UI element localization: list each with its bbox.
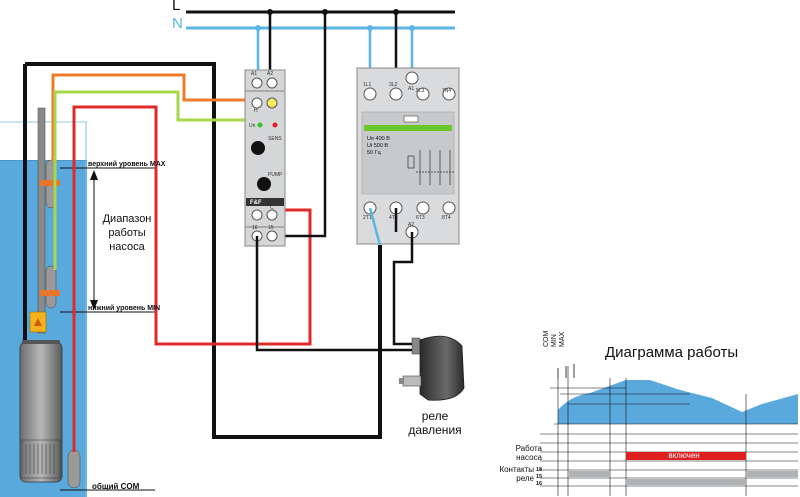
pressure-relay-label: реле давления [405,409,465,437]
contacts-row-line2: реле [516,474,534,483]
relay-terminal-15: 15 [268,225,274,231]
relay-terminal-c: C [270,205,274,211]
contactor-terminal-8t4: 8T4 [442,215,451,221]
contact-numbers: 18 15 16 [536,467,542,488]
orange-wire-max [51,73,250,162]
contact-18: 18 [536,467,543,473]
contactor-terminal-4t2: 4T2 [389,215,398,221]
probe-min [45,265,57,309]
pressure-relay-line1: реле [421,409,449,423]
level-max-label: верхний уровень MAX [88,161,166,168]
pump-knob [257,177,271,191]
axis-max: MAX [559,331,566,347]
range-line1: Диапазон [102,213,152,225]
power-led [257,122,263,128]
level-area [558,380,798,424]
pressure-relay-line2: давления [408,423,462,437]
common-label: общий COM [92,482,140,491]
relay-led-label: Un [249,123,256,129]
timing-chart [540,364,798,496]
level-relay [244,69,286,247]
relay-led [272,122,278,128]
contacts-row-label: Контакты реле [484,465,534,483]
sens-knob [251,141,265,155]
axis-min: MIN [551,334,558,347]
relay-brand: F&F [250,200,262,206]
relay-terminal-a1: A1 [251,71,257,77]
relay-terminal-h: H [254,108,258,114]
red-wire-com [72,105,312,452]
contactor-terminal-6t3: 6T3 [416,215,425,221]
pump-row-label: Работа насоса [490,444,542,462]
contactor-terminal-3l2: 3L2 [389,82,398,88]
pressure-relay [399,335,465,401]
contactor-terminal-a1: A1 [408,86,414,92]
contact-16: 16 [536,481,543,487]
timing-title: Диаграмма работы [605,344,739,361]
green-wire-min [53,90,274,270]
pump-on-label: включен [668,451,700,460]
label-l: L [172,0,181,14]
contactor-terminal-5l3: 5L3 [416,88,425,94]
range-label: Диапазон работы насоса [98,212,156,254]
relay-to-pressure-wire [255,236,415,352]
relay-terminal-16: 16 [252,225,258,231]
pump-on-bar [626,452,746,460]
level-min-label: нижний уровень MIN [88,305,161,312]
contactor-terminal-1l1: 1L1 [363,82,372,88]
a2-to-pressure-wire [392,232,415,346]
black-loop-wire [23,62,382,439]
timing-diagram: Диаграмма работы [480,331,798,496]
contactor-spec-hz: 50 Гц [367,150,382,156]
relay-pump-label: PUMP [268,172,283,178]
contactor-terminal-a2: A2 [408,222,414,228]
contactor-terminal-7n4: 7N4 [442,88,451,94]
label-n: N [172,15,183,32]
contactor-spec-ue: Ue 400 В [367,136,390,142]
probe-com [67,449,81,489]
axis-com: COM [543,330,550,347]
relay-terminal-a2: A2 [267,71,273,77]
level-markers [60,167,155,491]
contactor-green-bar [364,125,452,131]
contacts-row-line1: Контакты [499,465,534,474]
contact-15: 15 [536,474,543,480]
pump-row-line1: Работа [515,444,542,453]
relay-sens-label: SENS [268,136,282,142]
submersible-pump [19,311,63,483]
pump-row-line2: насоса [516,453,542,462]
contactor-spec-ui: Ui 500 В [367,143,388,149]
range-line2: работы [108,227,146,239]
contactor-terminal-2t1: 2T1 [363,215,372,221]
range-line3: насоса [109,241,145,253]
